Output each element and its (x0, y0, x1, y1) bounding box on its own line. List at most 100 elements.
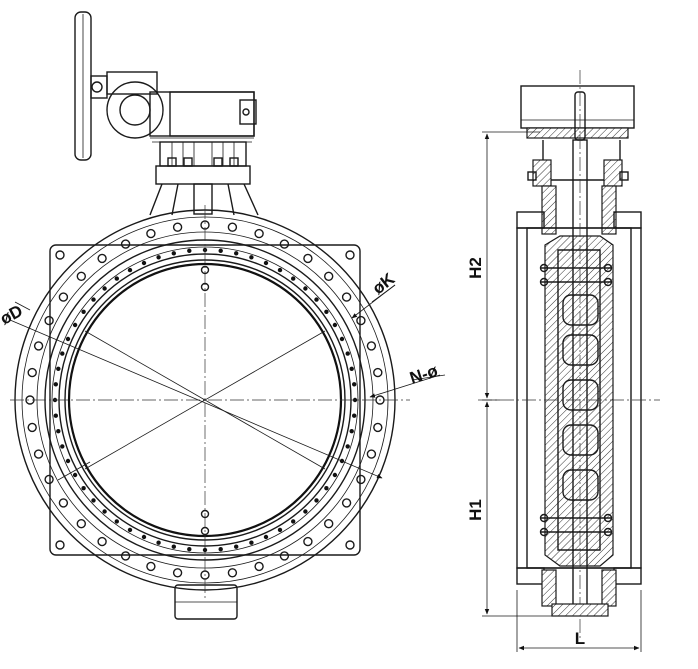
bolt-hole (27, 367, 37, 378)
seal-dot (339, 336, 345, 342)
front-centerlines (10, 205, 410, 600)
handwheel (74, 11, 108, 161)
gearbox (106, 71, 257, 143)
bolt-hole (27, 422, 37, 433)
bolt-hole (373, 367, 383, 378)
seal-dot (53, 382, 58, 387)
seal-dot (234, 544, 239, 549)
seal-dot (156, 255, 161, 260)
label-h1: H1 (466, 499, 485, 521)
bolt-hole (33, 449, 44, 459)
seal-dot (249, 255, 254, 260)
seal-dot (187, 547, 192, 552)
seal-dot (352, 382, 357, 387)
seal-dot (141, 260, 147, 266)
bolt-hole (58, 498, 69, 508)
bolt-hole (303, 253, 313, 264)
seal-dot (65, 458, 71, 464)
bolt-hole (146, 561, 156, 572)
seal-dot (171, 544, 176, 549)
seal-dot (127, 527, 133, 533)
seal-dot (114, 519, 120, 524)
bolt-hole (324, 271, 334, 281)
seal-dot (72, 472, 78, 478)
bolt-hole (324, 519, 334, 529)
seal-dot (277, 527, 283, 533)
bolt-hole (279, 551, 290, 561)
bolt-hole (303, 536, 313, 547)
seal-dot (218, 248, 223, 253)
seal-dot (314, 498, 319, 503)
bolt-hole (341, 498, 352, 508)
seal-dot (291, 519, 296, 524)
seal-dot (234, 251, 239, 256)
seal-dot (141, 534, 147, 540)
taper-pins (539, 263, 613, 537)
bolt-hole (44, 315, 54, 326)
seal-dot (303, 509, 308, 514)
seal-dot (249, 540, 254, 545)
seal-dot (171, 251, 176, 256)
seal-dot (187, 248, 192, 253)
seal-dot (81, 309, 86, 314)
seal-ring-dots (52, 247, 358, 553)
bolt-hole (366, 341, 377, 351)
seal-dot (102, 286, 107, 291)
label-dia-d: øD (0, 301, 26, 328)
seal-dot (263, 260, 269, 266)
bolt-holes (25, 220, 385, 580)
seal-dot (277, 267, 283, 273)
bolt-hole (227, 568, 238, 578)
bolt-hole (279, 239, 290, 249)
bolt-hole (254, 228, 264, 239)
seal-dot (314, 297, 319, 302)
bolt-hole (97, 253, 107, 264)
seal-dot (72, 322, 78, 328)
seal-dot (102, 509, 107, 514)
seal-dot (332, 322, 338, 328)
seal-dot (352, 413, 357, 418)
side-view: H2 H1 L (466, 70, 660, 652)
bolt-hole (341, 292, 352, 302)
seal-dot (56, 429, 61, 434)
bottom-flange (516, 567, 642, 617)
seal-dot (65, 336, 71, 342)
bolt-hole (44, 474, 54, 485)
bolt-hole (254, 561, 264, 572)
seal-dot (60, 444, 65, 449)
label-dia-k: øK (369, 269, 399, 298)
bolt-hole (356, 474, 366, 485)
seal-dot (345, 351, 350, 356)
seal-dot (349, 366, 354, 371)
bolt-hole (76, 271, 87, 281)
bolt-hole (356, 315, 366, 326)
seal-dot (332, 472, 338, 478)
seal-dot (156, 540, 161, 545)
bolt-hole (58, 292, 69, 302)
seal-dot (218, 547, 223, 552)
label-h2: H2 (466, 257, 485, 279)
front-view: øD øK N-ø (0, 11, 446, 620)
side-dimensions (482, 131, 642, 652)
seal-dot (91, 297, 96, 302)
bolt-hole (76, 519, 87, 529)
seal-dot (81, 486, 86, 491)
seal-dot (202, 547, 208, 553)
bolt-hole (120, 239, 131, 249)
side-body (516, 135, 642, 640)
top-mount (520, 70, 635, 187)
seal-dot (91, 498, 96, 503)
bolt-hole (227, 222, 238, 232)
bottom-boss (174, 584, 238, 620)
seal-dot (324, 486, 329, 491)
mounting-bracket (149, 141, 259, 216)
seal-dot (60, 351, 65, 356)
neck (516, 185, 642, 235)
front-dimension-leaders (9, 284, 446, 481)
seal-dot (349, 429, 354, 434)
bolt-hole (366, 449, 377, 459)
seal-dot (53, 413, 58, 418)
seal-dot (291, 276, 296, 281)
seal-dot (303, 286, 308, 291)
